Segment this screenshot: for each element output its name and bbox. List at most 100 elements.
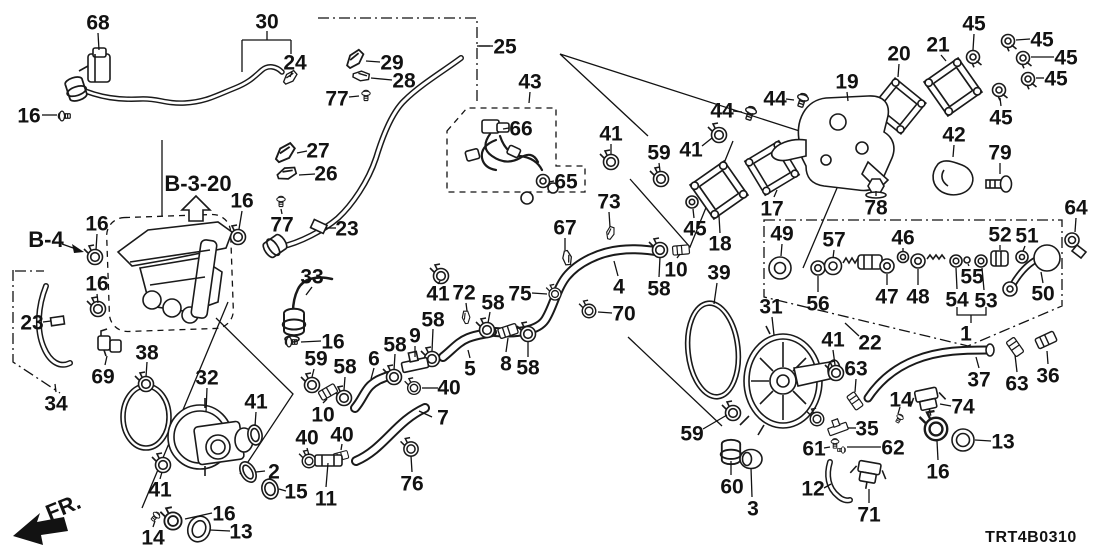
callout-7: 7 <box>437 407 449 430</box>
callout-23: 23 <box>335 218 358 241</box>
callout-leader-76 <box>410 455 413 473</box>
callout-50: 50 <box>1031 283 1054 306</box>
callout-40: 40 <box>437 377 460 400</box>
callout-leader-41 <box>159 471 163 480</box>
parts <box>49 33 1088 543</box>
fr-direction-arrow: FR. <box>13 489 84 545</box>
callout-76: 76 <box>400 473 423 496</box>
callout-77: 77 <box>270 214 293 237</box>
cover-42 <box>932 160 974 196</box>
callout-15: 15 <box>284 481 308 504</box>
callout-9: 9 <box>409 325 421 348</box>
callout-leader-22 <box>844 322 860 337</box>
callout-65: 65 <box>554 171 578 194</box>
callout-leader-14 <box>152 520 156 528</box>
callout-leader-13 <box>209 529 231 532</box>
callout-19: 19 <box>835 71 858 94</box>
callout-6: 6 <box>368 348 380 371</box>
callout-46: 46 <box>891 227 914 250</box>
callout-leader-2 <box>255 470 266 473</box>
callout-leader-4 <box>613 260 619 277</box>
callout-70: 70 <box>612 303 635 326</box>
callout-leader-34 <box>54 383 57 393</box>
callout-63: 63 <box>1005 373 1028 396</box>
callout-53: 53 <box>974 290 997 313</box>
callout-16: 16 <box>17 105 40 128</box>
callout-20: 20 <box>887 43 910 66</box>
callout-31: 31 <box>759 296 783 319</box>
callout-leader-32 <box>205 387 208 413</box>
callout-44: 44 <box>763 88 787 111</box>
master-cylinder-internals <box>768 232 1088 297</box>
oring-38 <box>120 383 172 451</box>
callout-74: 74 <box>951 396 975 419</box>
part-69 <box>97 328 122 357</box>
callout-5: 5 <box>464 358 476 381</box>
callout-36: 36 <box>1036 365 1059 388</box>
callout-25: 25 <box>493 36 517 59</box>
callout-leader-16 <box>300 340 322 343</box>
hose-12 <box>825 459 853 504</box>
callout-leader-24 <box>289 71 293 78</box>
callout-leader-10 <box>676 253 681 259</box>
callout-leader-45 <box>999 97 1002 107</box>
callout-10: 10 <box>311 404 334 427</box>
oring-13 <box>186 515 212 543</box>
callout-leader-66 <box>502 127 510 130</box>
callout-55: 55 <box>960 266 984 289</box>
callout-17: 17 <box>760 198 783 221</box>
callout-69: 69 <box>91 366 114 389</box>
callout-47: 47 <box>875 286 898 309</box>
callout-58: 58 <box>516 357 540 380</box>
bolt-79 <box>985 175 1013 193</box>
callout-leader-57 <box>832 249 835 259</box>
callout-leader-58 <box>431 328 434 352</box>
callout-1: 1 <box>960 323 972 346</box>
callout-40: 40 <box>295 427 318 450</box>
callout-leader-41 <box>832 349 836 366</box>
callout-leader-17 <box>773 189 778 198</box>
callout-leader-5 <box>467 349 471 359</box>
callout-leader-77 <box>348 95 360 98</box>
callout-28: 28 <box>392 70 416 93</box>
wire-33 <box>291 276 334 314</box>
callout-22: 22 <box>858 332 881 355</box>
callout-leader-72 <box>465 302 468 312</box>
callout-leader-58 <box>343 376 346 391</box>
callout-58: 58 <box>647 278 671 301</box>
callout-leader-45 <box>1015 38 1031 41</box>
callout-16: 16 <box>212 503 235 526</box>
callout-64: 64 <box>1064 197 1088 220</box>
callout-leader-16 <box>238 210 243 230</box>
callout-13: 13 <box>991 431 1014 454</box>
bracket-19 <box>770 95 895 192</box>
callout-leader-37 <box>975 356 980 369</box>
callout-leader-61 <box>823 446 831 449</box>
callout-61: 61 <box>802 438 826 461</box>
callout-68: 68 <box>86 12 110 35</box>
callout-leader-36 <box>1046 350 1049 365</box>
callout-leader-8 <box>505 337 509 353</box>
callout-leader-11 <box>325 462 329 488</box>
callout-leader-26 <box>298 173 316 176</box>
callout-3: 3 <box>747 498 759 521</box>
callout-16: 16 <box>85 273 108 296</box>
callout-leader-51 <box>1022 245 1026 252</box>
callout-leader-38 <box>145 361 148 378</box>
callout-14: 14 <box>141 527 165 550</box>
seal-2 <box>239 461 257 483</box>
callout-leader-58 <box>487 311 491 324</box>
callout-leader-59 <box>658 162 661 172</box>
callout-41: 41 <box>148 479 172 502</box>
callout-78: 78 <box>864 197 888 220</box>
callout-27: 27 <box>306 140 329 163</box>
callout-73: 73 <box>597 191 620 214</box>
callout-29: 29 <box>380 52 403 75</box>
callout-39: 39 <box>707 262 730 285</box>
callout-2: 2 <box>268 461 280 484</box>
callout-41: 41 <box>679 139 703 162</box>
callout-32: 32 <box>195 367 218 390</box>
callout-11: 11 <box>315 488 338 511</box>
callout-leader-10 <box>322 398 328 404</box>
callout-leader-13 <box>974 439 992 442</box>
